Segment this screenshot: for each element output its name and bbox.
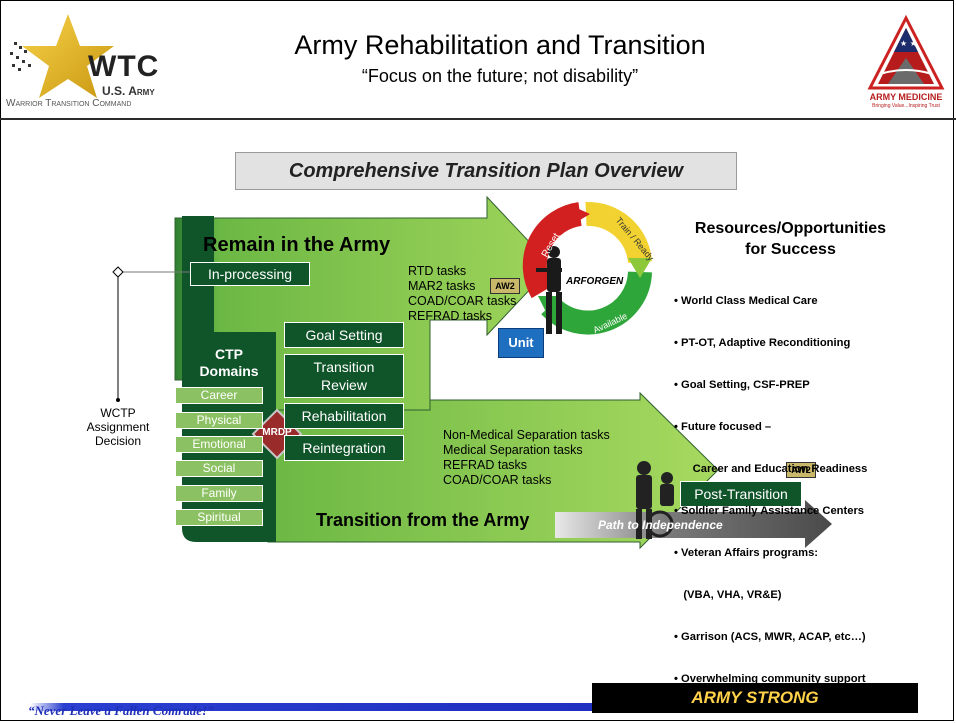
- remain-tasks: RTD tasks MAR2 tasks COAD/COAR tasks REF…: [408, 264, 516, 324]
- resource-item: • Goal Setting, CSF-PREP: [674, 379, 810, 391]
- page-title: Army Rehabilitation and Transition: [294, 30, 706, 60]
- arforgen-label: ARFORGEN: [566, 276, 624, 287]
- resource-item: • Overwhelming community support: [674, 673, 866, 685]
- transition-title: Transition from the Army: [316, 510, 530, 530]
- resource-item: • Soldier Family Assistance Centers: [674, 505, 865, 517]
- transition-task: Medical Separation tasks: [443, 443, 583, 457]
- domain-emotional: Emotional: [175, 436, 263, 453]
- arforgen-cycle-icon: [522, 201, 652, 335]
- resources-title-line: Resources/Opportunities: [694, 220, 887, 237]
- resource-item: • Veteran Affairs programs:: [674, 547, 819, 559]
- aw2-badge: AW2: [490, 278, 520, 294]
- inprocessing-box: In-processing: [190, 262, 310, 286]
- decision-label-line: WCTP: [100, 406, 136, 420]
- resource-item: Career and Education Readiness: [674, 463, 868, 475]
- decision-diamond-icon: [112, 266, 124, 278]
- wtc-star-icon: [10, 14, 114, 98]
- reintegration-box: Reintegration: [284, 435, 404, 461]
- ctp-title-line: Domains: [199, 363, 259, 379]
- resources-list: • World Class Medical Care • PT-OT, Adap…: [674, 266, 867, 700]
- remain-task: REFRAD tasks: [408, 309, 493, 323]
- post-transition-box: Post-Transition: [680, 481, 802, 507]
- path-label: Path to Independence: [598, 518, 723, 532]
- wtc-line1: U.S. Army: [102, 84, 155, 98]
- transition-task: COAD/COAR tasks: [443, 473, 552, 487]
- transition-review-box: Transition Review: [284, 354, 404, 398]
- wtc-logo: WTC U.S. Army Warrior Transition Command: [6, 12, 236, 112]
- footer-blue-bar: [30, 703, 592, 711]
- veterans-silhouette-icon: [636, 461, 674, 539]
- ctp-title: CTP Domains: [182, 346, 276, 380]
- soldier-silhouette-icon: [536, 246, 562, 334]
- svg-text:★ ★: ★ ★: [900, 39, 917, 48]
- goal-setting-box: Goal Setting: [284, 322, 404, 348]
- resources-title: Resources/Opportunities for Success: [668, 218, 913, 260]
- remain-task: RTD tasks: [408, 264, 467, 278]
- page-subtitle: “Focus on the future; not disability”: [361, 66, 639, 86]
- remain-task: MAR2 tasks: [408, 279, 476, 293]
- decision-label: WCTP Assignment Decision: [72, 406, 164, 448]
- transition-task: Non-Medical Separation tasks: [443, 428, 610, 442]
- domain-family: Family: [175, 485, 263, 502]
- resource-item: • Future focused –: [674, 421, 772, 433]
- domain-physical: Physical: [175, 412, 263, 429]
- resource-item: • PT-OT, Adaptive Reconditioning: [674, 337, 851, 349]
- domain-spiritual: Spiritual: [175, 509, 263, 526]
- resource-item: • Garrison (ACS, MWR, ACAP, etc…): [674, 631, 866, 643]
- remain-title: Remain in the Army: [203, 234, 391, 256]
- unit-box: Unit: [498, 328, 544, 358]
- wtc-line2: Warrior Transition Command: [6, 98, 132, 109]
- resource-item: (VBA, VHA, VR&E): [674, 589, 782, 601]
- aw2-label: AW2: [495, 281, 515, 291]
- wtc-wordmark: WTC: [88, 50, 160, 83]
- transition-tasks: Non-Medical Separation tasks Medical Sep…: [443, 428, 610, 488]
- ctp-title-line: CTP: [215, 346, 243, 362]
- path-arrow: [555, 500, 832, 548]
- army-strong-bar: ARMY STRONG: [592, 683, 918, 713]
- remain-task: COAD/COAR tasks: [408, 294, 517, 308]
- army-medicine-label: ARMY MEDICINE: [869, 92, 943, 102]
- resources-title-line: for Success: [745, 241, 836, 258]
- mrdp-label: MRDP: [262, 427, 292, 438]
- plan-overview-banner: Comprehensive Transition Plan Overview: [235, 152, 737, 190]
- army-medicine-tagline: Bringing Value...Inspiring Trust: [872, 103, 940, 109]
- army-medicine-emblem-icon: ★ ★: [867, 14, 945, 90]
- aw2-badge: AW2: [786, 462, 816, 478]
- decision-label-line: Assignment: [86, 420, 150, 434]
- rehabilitation-box: Rehabilitation: [284, 403, 404, 429]
- footer-quote: “Never Leave a Fallen Comrade!”: [28, 703, 214, 718]
- transition-arrow: [267, 391, 719, 550]
- aw2-label: AW2: [791, 465, 811, 475]
- transition-task: REFRAD tasks: [443, 458, 528, 472]
- header-divider: [0, 118, 956, 120]
- army-medicine-logo: ★ ★ ARMY MEDICINE Bringing Value...Inspi…: [866, 14, 946, 114]
- decision-label-line: Decision: [94, 434, 142, 448]
- resource-item: • World Class Medical Care: [674, 295, 818, 307]
- domain-social: Social: [175, 460, 263, 477]
- domain-career: Career: [175, 387, 263, 404]
